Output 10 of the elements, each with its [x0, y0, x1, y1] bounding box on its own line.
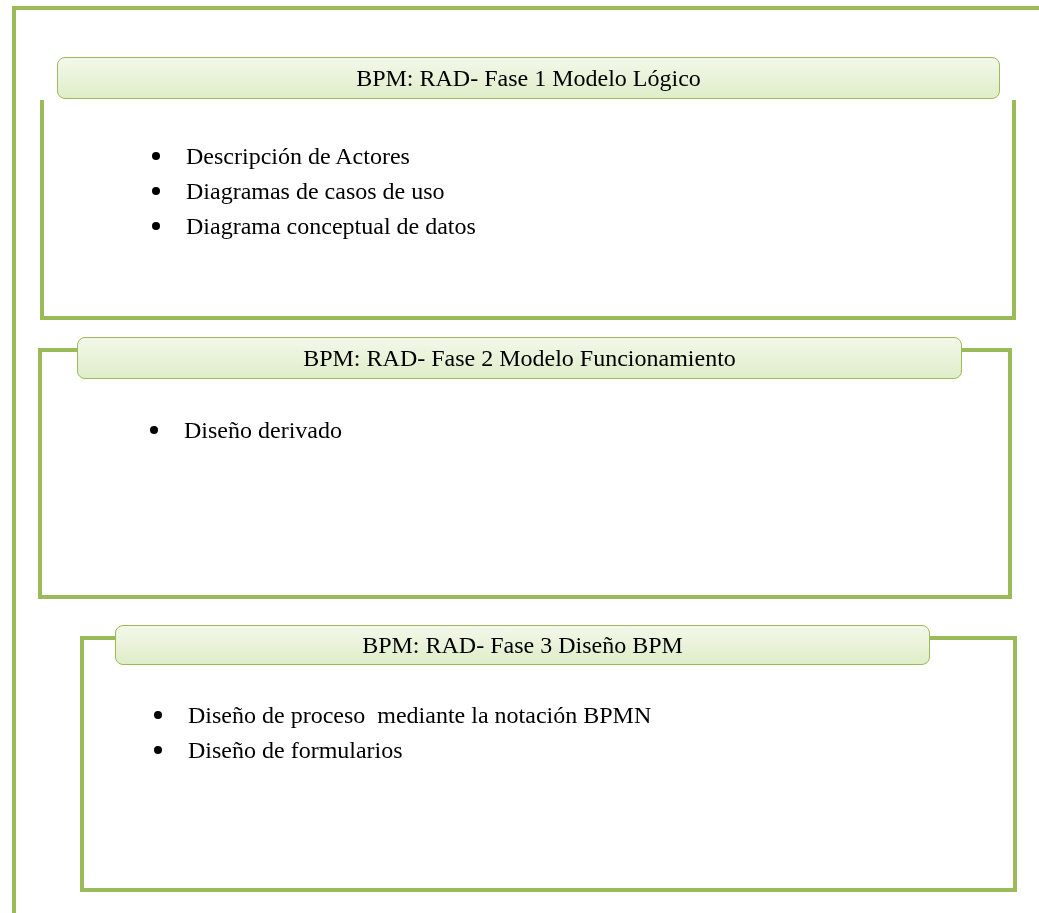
- list-item: Diseño de proceso mediante la notación BPMN: [188, 700, 652, 730]
- list-item: Diagrama conceptual de datos: [186, 211, 476, 241]
- list-item: Diagramas de casos de uso: [186, 176, 445, 206]
- list-item: Diseño de formularios: [188, 735, 403, 765]
- header-tab: BPM: RAD- Fase 3 Diseño BPM: [115, 625, 930, 665]
- header-tab: BPM: RAD- Fase 2 Modelo Funcionamiento: [77, 337, 962, 379]
- list-item: Diseño derivado: [184, 415, 342, 445]
- panel-frame: [40, 100, 1016, 320]
- list-item: Descripción de Actores: [186, 141, 410, 171]
- header-tab: BPM: RAD- Fase 1 Modelo Lógico: [57, 57, 1000, 99]
